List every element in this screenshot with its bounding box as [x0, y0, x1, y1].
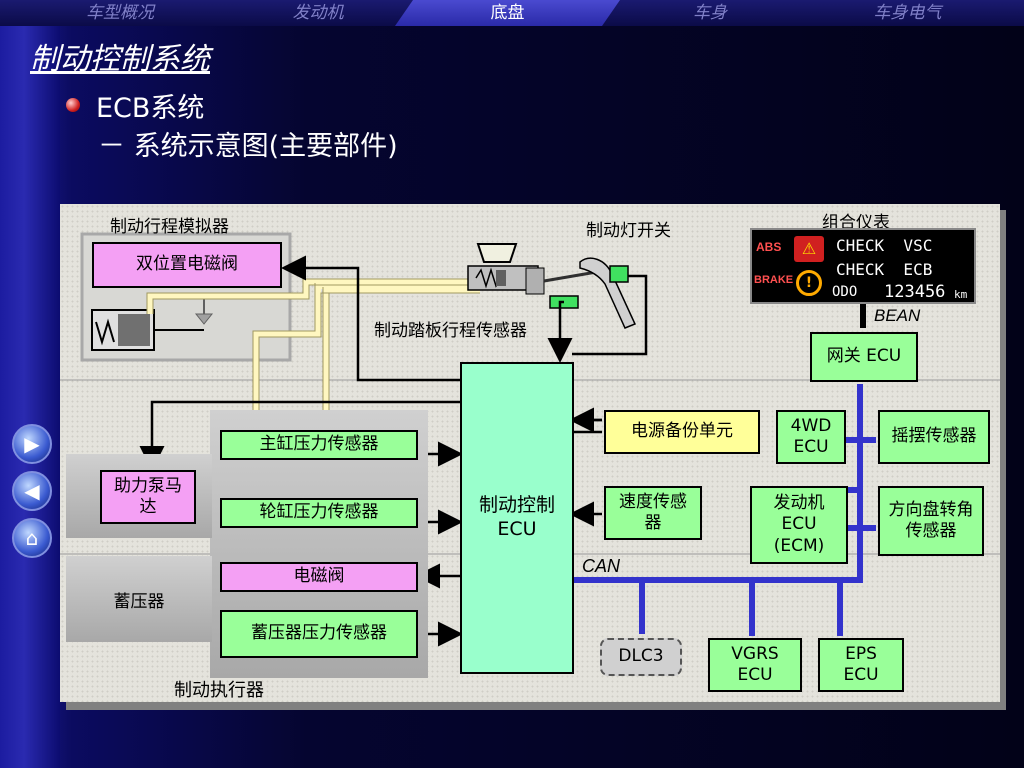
gateway-ecu-label: 网关 ECU — [826, 346, 902, 367]
tab-body[interactable]: 车身 — [693, 3, 727, 23]
top-nav: 车型概况 发动机 底盘 车身 车身电气 — [0, 0, 1024, 26]
master-cylinder-sensor-box: 主缸压力传感器 — [220, 430, 418, 460]
abs-warning-icon: ABS — [756, 240, 782, 254]
wheel-cylinder-sensor-box: 轮缸压力传感器 — [220, 498, 418, 528]
stroke-simulator-label: 制动行程模拟器 — [110, 217, 229, 237]
meter-line-ecb: CHECK ECB — [836, 260, 933, 279]
odo-value: 123456 — [884, 282, 946, 302]
yaw-sensor-label: 摇摆传感器 — [891, 426, 977, 447]
pump-motor-label: 助力泵马达 — [114, 475, 182, 517]
can-label: CAN — [582, 556, 621, 576]
master-cylinder-sensor-label: 主缸压力传感器 — [259, 434, 379, 455]
speed-sensor-label: 速度传感器 — [619, 491, 687, 533]
meter-line-vsc: CHECK VSC — [836, 236, 933, 255]
pedal-sensor-label: 制动踏板行程传感器 — [374, 321, 527, 341]
engine-ecu-label: 发动机 ECU (ECM) — [773, 493, 825, 556]
home-icon[interactable]: ⌂ — [12, 518, 52, 558]
odo-unit: km — [954, 288, 968, 301]
tab-body-electrical[interactable]: 车身电气 — [873, 3, 942, 23]
power-backup-box: 电源备份单元 — [604, 410, 760, 454]
section-subheading: － 系统示意图(主要部件) — [98, 131, 398, 162]
vgrs-ecu-box: VGRS ECU — [708, 638, 802, 692]
speed-sensor-box: 速度传感器 — [604, 486, 702, 540]
stop-light-switch-label: 制动灯开关 — [586, 221, 671, 241]
eps-ecu-label: EPS ECU — [843, 643, 879, 685]
vgrs-ecu-label: VGRS ECU — [731, 643, 779, 685]
combination-meter: ABS BRAKE ⚠ ! CHECK VSC CHECK ECB ODO 12… — [750, 228, 976, 304]
accumulator-label: 蓄压器 — [113, 591, 165, 612]
gateway-ecu-box: 网关 ECU — [810, 332, 918, 382]
tab-chassis[interactable]: 底盘 — [395, 0, 620, 26]
next-arrow-icon[interactable]: ▶ — [12, 424, 52, 464]
back-arrow-icon[interactable]: ◀ — [12, 471, 52, 511]
page-title: 制动控制系统 — [30, 42, 210, 77]
brake-control-ecu-box: 制动控制 ECU — [460, 362, 574, 674]
wheel-cylinder-sensor-label: 轮缸压力传感器 — [259, 502, 379, 523]
section-heading: ECB系统 — [96, 93, 205, 124]
4wd-ecu-label: 4WD ECU — [790, 415, 832, 457]
dlc3-label: DLC3 — [618, 646, 664, 667]
accumulator-sensor-label: 蓄压器压力传感器 — [251, 623, 387, 644]
diagram-panel: 蓄压器 制动行程模拟器 制动灯开关 组合仪表 制动踏板行程传感器 BEAN CA… — [60, 204, 1000, 702]
steering-angle-sensor-box: 方向盘转角传感器 — [878, 486, 984, 556]
steering-angle-sensor-label: 方向盘转角传感器 — [888, 499, 974, 541]
two-way-valve-label: 双位置电磁阀 — [136, 254, 238, 275]
vsc-warning-icon: ⚠ — [794, 236, 824, 262]
eps-ecu-box: EPS ECU — [818, 638, 904, 692]
dlc3-connector: DLC3 — [600, 638, 682, 676]
brake-circle-icon: ! — [796, 270, 822, 296]
tab-engine[interactable]: 发动机 — [292, 3, 344, 23]
bullet-icon — [66, 98, 80, 112]
odo-label: ODO — [832, 284, 858, 300]
engine-ecu-box: 发动机 ECU (ECM) — [750, 486, 848, 564]
brake-control-ecu-label: 制动控制 ECU — [478, 494, 555, 540]
brake-warning-icon: BRAKE — [754, 274, 794, 286]
yaw-sensor-box: 摇摆传感器 — [878, 410, 990, 464]
solenoid-valve-box: 电磁阀 — [220, 562, 418, 592]
bean-label: BEAN — [874, 306, 921, 325]
side-band — [0, 26, 60, 768]
two-way-valve-box: 双位置电磁阀 — [92, 242, 282, 288]
accumulator-sensor-box: 蓄压器压力传感器 — [220, 610, 418, 658]
pump-motor-box: 助力泵马达 — [100, 470, 196, 524]
tab-overview[interactable]: 车型概况 — [86, 3, 154, 23]
power-backup-label: 电源备份单元 — [631, 421, 733, 442]
4wd-ecu-box: 4WD ECU — [776, 410, 846, 464]
solenoid-valve-label: 电磁阀 — [293, 566, 345, 587]
accumulator-block: 蓄压器 — [66, 556, 212, 642]
actuator-label: 制动执行器 — [174, 680, 264, 701]
